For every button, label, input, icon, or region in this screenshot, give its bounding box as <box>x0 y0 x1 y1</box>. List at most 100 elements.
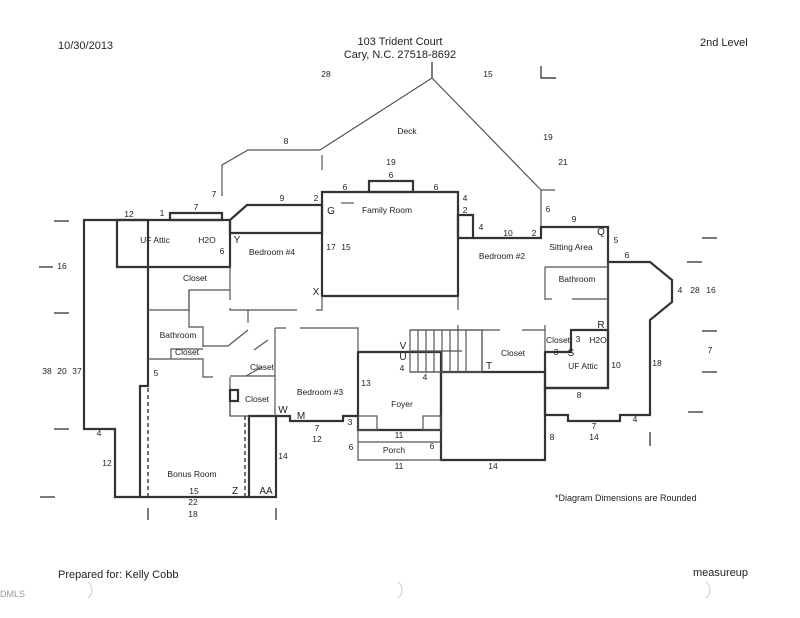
dimension-label: 6 <box>546 204 551 214</box>
dimension-label: 14 <box>278 451 288 461</box>
dimension-label: 17 <box>326 242 336 252</box>
watermark-mark <box>705 581 711 599</box>
room-label-bedroom-3: Bedroom #3 <box>297 387 344 397</box>
dimension-label: 6 <box>349 442 354 452</box>
dimension-label: 38 <box>42 366 52 376</box>
dimension-label: 4 <box>463 193 468 203</box>
room-label-family-room: Family Room <box>362 205 412 215</box>
dimension-label: 19 <box>543 132 553 142</box>
point-letter: Z <box>232 486 238 497</box>
dimension-label: 6 <box>430 441 435 451</box>
unfinished-area-aa <box>247 414 278 499</box>
watermark-mark <box>397 581 403 599</box>
dimension-label: 15 <box>341 242 351 252</box>
dimension-label: 18 <box>188 509 198 519</box>
point-letter: Q <box>597 227 605 238</box>
room-label-closet: Closet <box>250 362 275 372</box>
interior-walls <box>148 225 610 461</box>
prepared-for: Prepared for: Kelly Cobb <box>58 569 178 581</box>
room-label-deck: Deck <box>397 126 417 136</box>
dimension-label: 4 <box>479 222 484 232</box>
dimension-label: 7 <box>194 202 199 212</box>
point-letter: M <box>297 411 305 422</box>
dimension-label: 2 <box>314 193 319 203</box>
chimney-box <box>228 388 240 403</box>
dimension-label: 16 <box>57 261 67 271</box>
room-label-closet: Closet <box>501 348 526 358</box>
unfinished-strip <box>456 213 475 240</box>
dimension-label: 4 <box>400 363 405 373</box>
address-line-1: 103 Trident Court <box>358 36 443 48</box>
dimension-label: 1 <box>160 208 165 218</box>
dimension-label: 12 <box>124 209 134 219</box>
dimension-label: 6 <box>389 170 394 180</box>
point-letter: S <box>568 348 575 359</box>
dimension-label: 2 <box>532 228 537 238</box>
dimension-label: 22 <box>188 497 198 507</box>
dimension-label: 10 <box>611 360 621 370</box>
room-label-uf-attic: UF Attic <box>140 235 171 245</box>
dimension-label: 18 <box>652 358 662 368</box>
room-label-porch: Porch <box>383 445 405 455</box>
point-letter: X <box>313 287 320 298</box>
room-label-closet: Closet <box>175 347 200 357</box>
unfinished-area-center <box>439 370 547 462</box>
dimension-label: 12 <box>312 434 322 444</box>
dimension-label: 3 <box>554 347 559 357</box>
dimension-label: 4 <box>678 285 683 295</box>
room-label-bathroom: Bathroom <box>160 330 197 340</box>
room-label-bedroom-4: Bedroom #4 <box>249 247 296 257</box>
point-letter: Y <box>234 235 241 246</box>
attic-areas <box>115 218 610 390</box>
level-label: 2nd Level <box>700 37 748 49</box>
point-letter: R <box>597 320 604 331</box>
room-label-closet: Closet <box>245 394 270 404</box>
watermark-mark <box>87 581 93 599</box>
dimension-label: 9 <box>280 193 285 203</box>
dimension-label: 12 <box>102 458 112 468</box>
dimension-label: 6 <box>625 250 630 260</box>
dimension-label: 9 <box>572 214 577 224</box>
dimension-label: 13 <box>361 378 371 388</box>
room-label-h2o: H2O <box>198 235 216 245</box>
point-letter: V <box>400 341 407 352</box>
dimension-label: 3 <box>348 417 353 427</box>
point-letters: G Y X Q R V U S T W M Z AA <box>232 206 605 497</box>
room-label-sitting-area: Sitting Area <box>549 242 593 252</box>
room-label-closet: Closet <box>183 273 208 283</box>
dimension-label: 21 <box>558 157 568 167</box>
dimension-label: 37 <box>72 366 82 376</box>
dimension-label: 28 <box>321 69 331 79</box>
room-label-bedroom-2: Bedroom #2 <box>479 251 526 261</box>
dimension-label: 28 <box>690 285 700 295</box>
dimension-label: 8 <box>577 390 582 400</box>
point-letter: U <box>399 352 406 363</box>
deck-outline <box>319 77 555 191</box>
point-letter: G <box>327 206 335 217</box>
tick <box>540 66 556 79</box>
deck-outline <box>221 149 320 196</box>
dimension-label: 15 <box>483 69 493 79</box>
dimension-label: 7 <box>315 423 320 433</box>
room-label-closet: Closet <box>546 335 571 345</box>
dimension-label: 14 <box>488 461 498 471</box>
dimension-label: 3 <box>576 334 581 344</box>
room-label-h2o: H2O <box>589 335 607 345</box>
dimension-label: 15 <box>189 486 199 496</box>
dimension-label: 6 <box>343 182 348 192</box>
point-letter: AA <box>259 486 273 497</box>
dimension-label: 4 <box>423 372 428 382</box>
dimension-label: 8 <box>284 136 289 146</box>
dimension-label: 5 <box>614 235 619 245</box>
foyer-step <box>422 415 442 431</box>
room-label-uf-attic: UF Attic <box>568 361 599 371</box>
dimension-label: 16 <box>706 285 716 295</box>
dimension-label: 7 <box>592 421 597 431</box>
point-letter: T <box>486 361 492 372</box>
room-labels: Deck Family Room UF Attic H2O Bedroom #4… <box>140 126 607 479</box>
dimension-label: 7 <box>212 189 217 199</box>
dimension-label: 11 <box>395 461 404 471</box>
dimension-label: 7 <box>708 345 713 355</box>
room-label-bathroom: Bathroom <box>559 274 596 284</box>
